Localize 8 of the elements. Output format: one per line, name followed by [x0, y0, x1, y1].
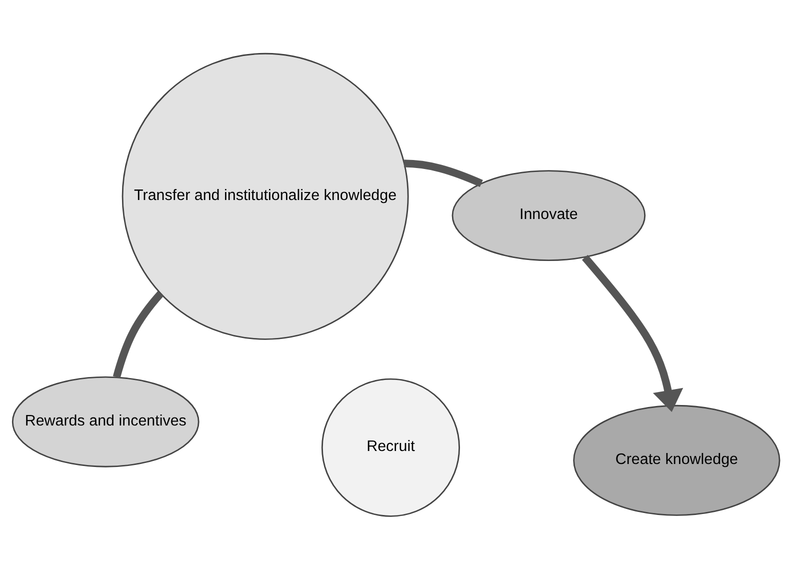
- node-ellipse: Rewards and incentives: [12, 376, 200, 468]
- connector: [112, 291, 164, 378]
- node-ellipse: Innovate: [452, 170, 646, 262]
- node-ellipse: Create knowledge: [573, 404, 780, 516]
- node-circle: Transfer and institutionalize knowledge: [122, 52, 409, 340]
- node-circle: Recruit: [321, 378, 460, 517]
- arrow: [582, 254, 684, 412]
- connector: [404, 160, 483, 187]
